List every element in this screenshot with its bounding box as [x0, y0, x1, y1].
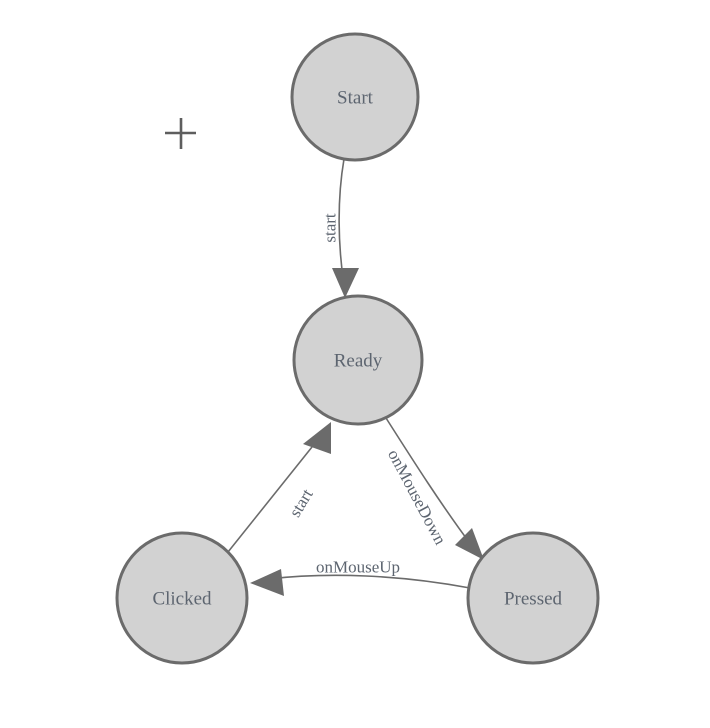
edge-pressed-to-clicked[interactable]: onMouseUp — [250, 558, 471, 597]
crosshair-icon — [165, 118, 196, 149]
edge-path-start-to-ready — [338, 158, 345, 286]
node-ready-circle[interactable] — [292, 294, 424, 426]
node-start-circle[interactable] — [290, 32, 420, 162]
edge-label-pressed-to-clicked: onMouseUp — [316, 558, 400, 577]
edge-path-pressed-to-clicked — [267, 574, 471, 589]
node-clicked[interactable]: Clicked — [115, 531, 249, 665]
node-ready[interactable]: Ready — [292, 294, 424, 426]
arrowhead-ready-to-pressed — [455, 528, 484, 560]
node-clicked-circle[interactable] — [115, 531, 249, 665]
edge-label-ready-to-pressed: onMouseDown — [384, 446, 450, 548]
arrowhead-start-to-ready — [332, 268, 359, 298]
arrowhead-clicked-to-ready — [303, 422, 331, 454]
node-pressed-circle[interactable] — [466, 531, 600, 665]
edge-label-start-to-ready: start — [321, 213, 340, 243]
edge-label-clicked-to-ready: start — [285, 485, 317, 520]
edge-ready-to-pressed[interactable]: onMouseDown — [384, 417, 484, 560]
node-pressed[interactable]: Pressed — [466, 531, 600, 665]
edge-clicked-to-ready[interactable]: start — [227, 422, 331, 553]
edge-start-to-ready[interactable]: start — [321, 158, 360, 298]
edge-path-clicked-to-ready — [227, 446, 313, 553]
node-start[interactable]: Start — [290, 32, 420, 162]
edge-path-ready-to-pressed — [385, 417, 473, 547]
arrowhead-pressed-to-clicked — [250, 569, 284, 596]
